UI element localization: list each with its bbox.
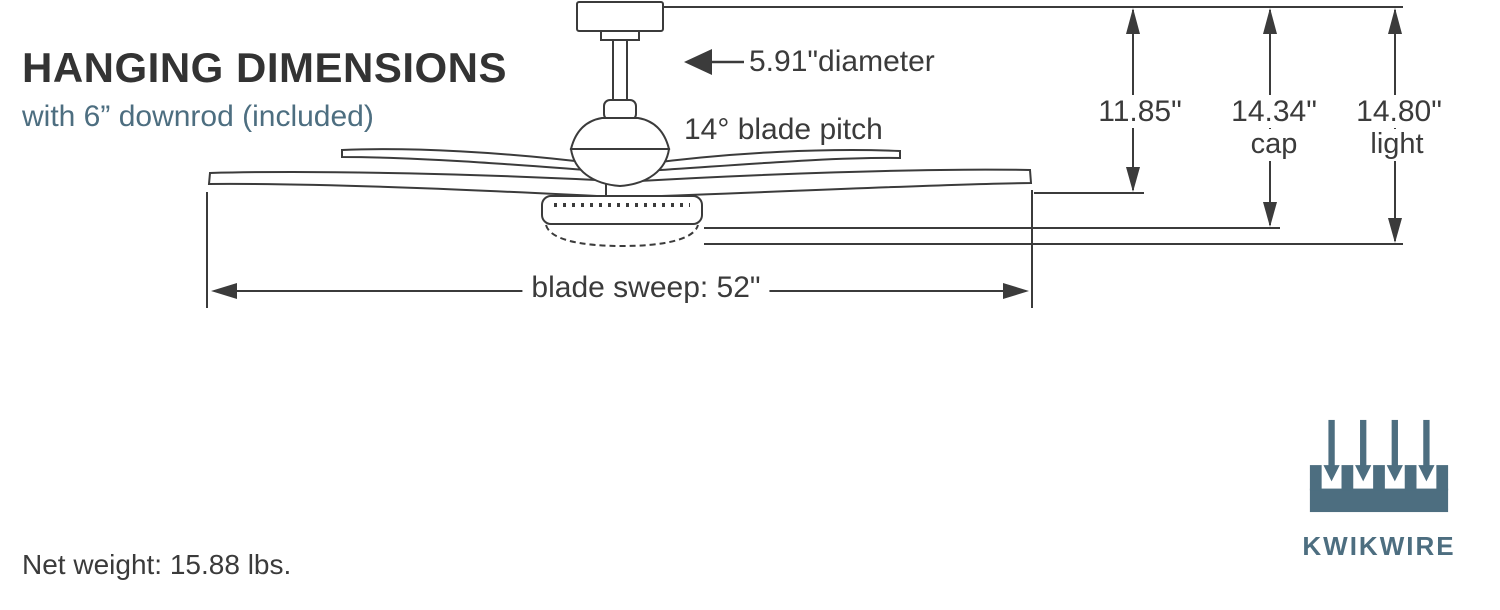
kwikwire-logo-icon	[1309, 419, 1449, 513]
arrow-up-blades	[1126, 8, 1140, 34]
fan-blades	[207, 148, 1033, 200]
blade-right-back	[642, 149, 901, 173]
downrod	[603, 39, 637, 121]
motor-housing	[569, 117, 671, 150]
blade-right	[605, 168, 1033, 200]
dim-cap-word: cap	[1241, 128, 1307, 161]
blade-left	[207, 171, 637, 200]
dim-blades-value: 11.85"	[1089, 95, 1191, 128]
arrowheads	[211, 8, 1402, 299]
dim-light-value: 14.80"	[1347, 95, 1451, 128]
arrow-up-light	[1388, 8, 1402, 34]
blade-sweep-label: blade sweep: 52"	[522, 271, 770, 304]
kwikwire-logo: KWIKWIRE	[1296, 418, 1462, 562]
motor-hub	[569, 148, 671, 188]
net-weight-label: Net weight: 15.88 lbs.	[22, 549, 292, 580]
arrow-left-diameter	[684, 49, 712, 75]
arrow-left-sweep	[211, 283, 237, 299]
arrow-up-cap	[1263, 8, 1277, 34]
page-title: HANGING DIMENSIONS	[22, 44, 508, 91]
page-subtitle: with 6” downrod (included)	[22, 100, 374, 133]
canopy	[576, 1, 664, 41]
blade-pitch-label: 14° blade pitch	[684, 113, 883, 146]
blade-left-back	[341, 148, 602, 173]
arrow-down-light	[1388, 218, 1402, 243]
diameter-label: 5.91"diameter	[749, 45, 935, 78]
arrow-down-cap	[1263, 202, 1277, 227]
light-cap	[541, 195, 703, 225]
fan-drawing	[207, 1, 1033, 248]
arrow-right-sweep	[1003, 283, 1029, 299]
terminal-base	[1309, 465, 1449, 513]
light-glass	[545, 224, 699, 248]
wire-arrows	[1323, 419, 1435, 482]
arrow-down-blades	[1126, 167, 1140, 192]
dim-light-word: light	[1361, 128, 1433, 161]
dim-cap-value: 14.34"	[1222, 95, 1326, 128]
kwikwire-wordmark: KWIKWIRE	[1302, 531, 1456, 561]
